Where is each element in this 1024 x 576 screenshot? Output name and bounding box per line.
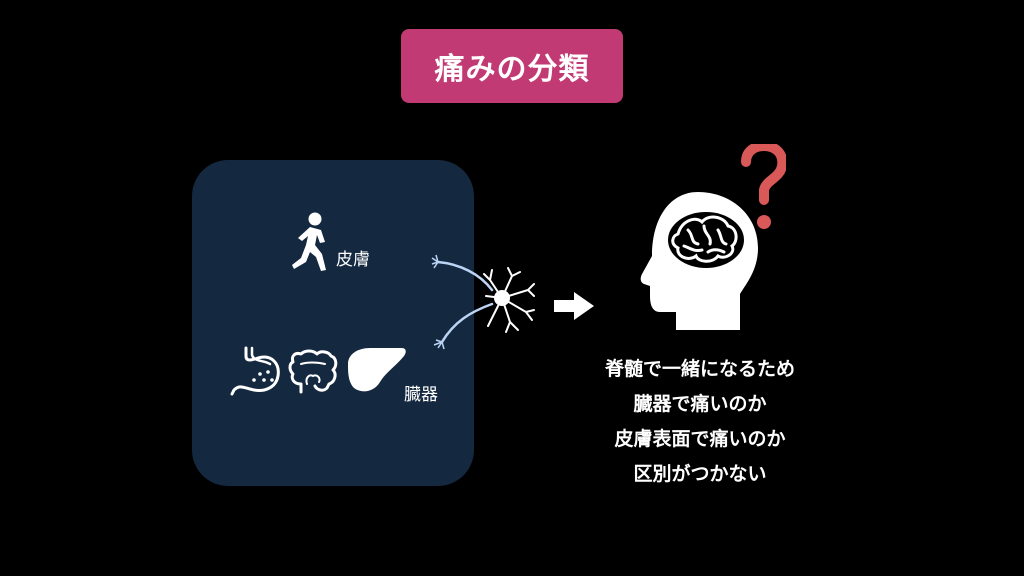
intestine-icon — [288, 349, 338, 394]
title-badge: 痛みの分類 — [401, 29, 623, 103]
explanation-line-3: 皮膚表面で痛いのか — [614, 428, 786, 450]
body-panel — [192, 160, 474, 486]
running-person-icon — [292, 212, 326, 271]
liver-icon — [348, 348, 406, 392]
explanation-line-4: 区別がつかない — [633, 463, 767, 485]
stomach-icon — [230, 346, 280, 396]
right-arrow-icon — [554, 292, 594, 320]
skin-label: 皮膚 — [336, 250, 370, 270]
organ-label: 臓器 — [404, 385, 438, 405]
question-mark-icon — [741, 144, 786, 229]
head-brain-icon — [640, 192, 758, 330]
page-title: 痛みの分類 — [434, 52, 590, 87]
neuron-icon — [431, 254, 535, 350]
explanation-line-1: 脊髄で一緒になるため — [604, 358, 795, 380]
explanation-text: 脊髄で一緒になるため 臓器で痛いのか 皮膚表面で痛いのか 区別がつかない — [560, 352, 840, 492]
explanation-line-2: 臓器で痛いのか — [633, 393, 767, 415]
